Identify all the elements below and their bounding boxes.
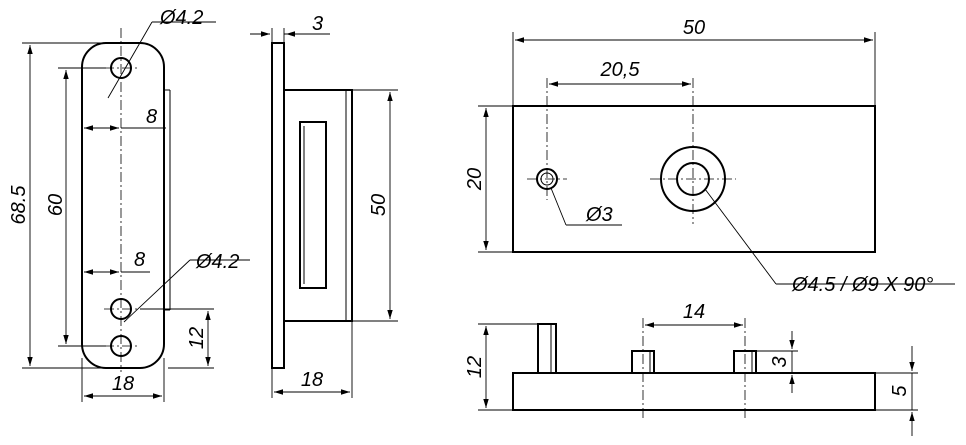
- top-cs-hole-label: Ø4.5 / Ø9 X 90°: [791, 274, 933, 296]
- top-length-label: 50: [683, 17, 705, 39]
- side-width-label: 18: [301, 369, 323, 391]
- front-view: Ø4.2 8 68.5 60 8 Ø4.2 12 18: [8, 7, 250, 402]
- front-plate-outline: [81, 42, 165, 369]
- front-hole-spacing-label: 60: [45, 194, 67, 216]
- side-thickness-label: 3: [312, 13, 323, 35]
- bottom-base-height-label: 5: [889, 385, 911, 397]
- front-overall-height-label: 68.5: [8, 185, 30, 225]
- leader-line: [550, 187, 567, 226]
- bottom-post: [537, 323, 557, 374]
- bottom-spacing-label: 14: [683, 301, 705, 323]
- side-height-label: 50: [368, 194, 390, 216]
- top-plate-outline: [512, 105, 876, 253]
- leader-line: [704, 188, 777, 285]
- front-offset-top-label: 8: [146, 106, 157, 128]
- bottom-base: [512, 372, 876, 411]
- top-view: 50 20,5 20 Ø3 Ø4.5 / Ø9 X 90°: [464, 17, 955, 296]
- front-hole-dia-bottom-label: Ø4.2: [195, 251, 239, 273]
- top-small-hole-label: Ø3: [585, 204, 613, 226]
- front-bottom-offset-label: 12: [186, 327, 208, 349]
- side-slot: [299, 121, 327, 289]
- bottom-overall-height-label: 12: [464, 356, 486, 378]
- leader-line: [123, 259, 191, 323]
- side-body: [283, 89, 353, 322]
- top-height-label: 20: [464, 168, 486, 191]
- front-width-label: 18: [112, 373, 134, 395]
- top-offset-label: 20,5: [600, 59, 641, 81]
- front-offset-bottom-label: 8: [134, 249, 145, 271]
- bottom-view: 14 12 3 5: [464, 301, 918, 436]
- side-plate: [271, 42, 285, 369]
- front-hole-dia-top-label: Ø4.2: [159, 7, 203, 29]
- bottom-pin-height-label: 3: [769, 356, 791, 367]
- side-view: 3 50 18: [250, 13, 398, 398]
- leader-line: [107, 21, 153, 99]
